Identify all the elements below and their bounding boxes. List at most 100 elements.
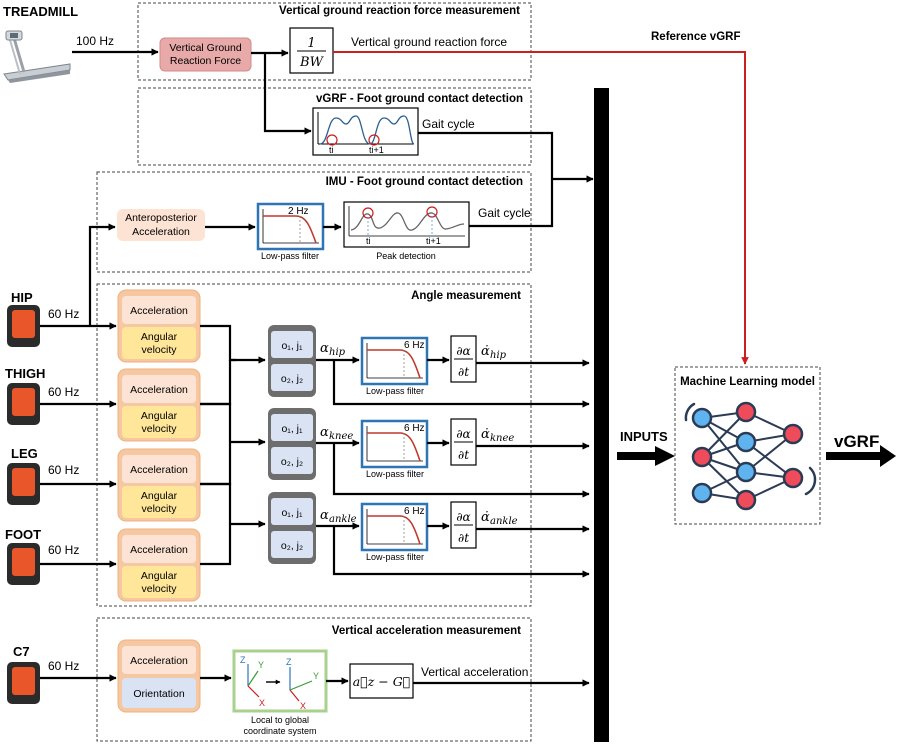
vgrf-block: [159, 37, 252, 72]
leg-rate-label: 60 Hz: [48, 463, 79, 477]
alpha-hip-symbol: α: [320, 341, 329, 356]
imu-gait-cycle-label: Gait cycle: [478, 206, 531, 220]
ap-acc-block: [117, 209, 205, 241]
neural-network-icon: [684, 401, 817, 511]
reference-vgrf-line: [333, 51, 749, 365]
c7-label: C7: [13, 644, 30, 659]
ankle-oj2: o₂, j₂: [281, 540, 303, 552]
inputs-label: INPUTS: [620, 429, 668, 444]
foot-acc-label: Acceleration: [130, 544, 188, 556]
hip-oj2: o₂, j₂: [281, 373, 303, 385]
alpha-dot-ankle-sub: ankle: [490, 516, 518, 527]
hip-acc-label: Acceleration: [130, 305, 188, 317]
hip-lpf-caption: Low-pass filter: [366, 386, 424, 396]
thigh-rate-label: 60 Hz: [48, 385, 79, 399]
treadmill-rate-label: 100 Hz: [76, 34, 114, 48]
knee-cutoff-label: 6 Hz: [404, 423, 425, 434]
vgrf-gait-cycle-label: Gait cycle: [422, 117, 475, 131]
imu-contact-section: [96, 171, 532, 273]
hip-thigh-connector: [200, 324, 266, 406]
ankle-deriv-den: ∂t: [458, 531, 469, 545]
hip-joint-block: [268, 325, 316, 397]
leg-sensor-icon: [7, 463, 40, 505]
thigh-sensor-icon: [7, 383, 40, 425]
local-z-axis: Z: [240, 655, 246, 665]
thigh-acc-label: Acceleration: [130, 384, 188, 396]
alpha-ankle-symbol: α: [320, 508, 329, 523]
coordinate-transform-box: [232, 649, 328, 713]
knee-deriv-den: ∂t: [458, 448, 469, 462]
hip-sensor-icon: [7, 305, 40, 347]
ap-acc-line1: Anteroposterior: [125, 212, 197, 224]
ankle-oj1: o₁, j₁: [281, 507, 303, 519]
vgrf-measurement-title: Vertical ground reaction force measureme…: [279, 5, 520, 17]
hip-cutoff-label: 6 Hz: [404, 340, 425, 351]
leg-label: LEG: [11, 446, 38, 461]
ml-model-box: [674, 366, 821, 525]
hip-rate-label: 60 Hz: [48, 307, 79, 321]
vgrf-contact-title: vGRF - Foot ground contact detection: [316, 93, 523, 105]
coord-caption-line1: Local to global: [251, 715, 309, 725]
vgrf-block-line1: Vertical Ground: [169, 42, 242, 54]
alpha-dot-knee-sub: knee: [490, 433, 514, 444]
alpha-dot-ankle-symbol: α̇: [481, 510, 490, 525]
local-y-axis: Y: [258, 660, 264, 670]
alpha-dot-knee-symbol: α̇: [481, 427, 490, 442]
alpha-hip-sub: hip: [329, 347, 346, 358]
coord-caption-line2: coordinate system: [243, 726, 316, 736]
ankle-derivative-box: [450, 501, 477, 549]
hip-ang-line1: Angular: [141, 331, 178, 343]
hip-deriv-den: ∂t: [458, 365, 469, 379]
hip-label: HIP: [11, 290, 33, 305]
ankle-cutoff-label: 6 Hz: [404, 506, 425, 517]
knee-derivative-box: [450, 418, 477, 466]
ankle-joint-block: [268, 492, 316, 564]
alpha-dot-hip-symbol: α̇: [481, 344, 490, 359]
ankle-angle-arrows: [316, 522, 590, 578]
vgrf-signal-label: Vertical ground reaction force: [351, 35, 507, 49]
knee-joint-block: [268, 408, 316, 480]
vgrf-contact-marker-2: [368, 134, 380, 146]
c7-acc-label: Acceleration: [130, 655, 188, 667]
thigh-sensor-block: [117, 368, 201, 442]
ankle-lpf-caption: Low-pass filter: [366, 552, 424, 562]
global-y-axis: Y: [313, 671, 319, 681]
global-z-axis: Z: [286, 657, 292, 667]
c7-orient-label: Orientation: [133, 688, 185, 700]
global-x-axis: X: [300, 701, 306, 711]
c7-sensor-icon: [7, 662, 40, 704]
knee-oj2: o₂, j₂: [281, 456, 303, 468]
thigh-leg-connector: [200, 402, 266, 486]
hip-sensor-block: [117, 289, 201, 363]
alpha-dot-hip-sub: hip: [490, 350, 507, 361]
vgrf-block-line2: Reaction Force: [170, 55, 241, 67]
treadmill-icon: [3, 30, 71, 83]
alpha-knee-symbol: α: [320, 425, 329, 440]
leg-ang-line2: velocity: [141, 503, 177, 515]
vgrf-ti-label: ti: [329, 145, 334, 155]
imu-ti-label: ti: [366, 236, 371, 246]
knee-deriv-num: ∂α: [456, 427, 470, 441]
thigh-label: THIGH: [5, 366, 45, 381]
knee-lowpass-filter: [360, 419, 429, 469]
vgrf-measurement-section: [137, 2, 532, 81]
vacc-measurement-section: [96, 617, 532, 742]
foot-rate-label: 60 Hz: [48, 543, 79, 557]
imu-cutoff-label: 2 Hz: [288, 206, 309, 217]
thigh-ang-line1: Angular: [141, 410, 178, 422]
leg-ang-line1: Angular: [141, 490, 178, 502]
foot-ang-line1: Angular: [141, 570, 178, 582]
peak-detection-caption: Peak detection: [376, 251, 436, 261]
vgrf-branch-arrow: [263, 53, 312, 135]
ml-model-title: Machine Learning model: [680, 376, 815, 388]
hip-ang-line2: velocity: [141, 344, 177, 356]
knee-lpf-caption: Low-pass filter: [366, 469, 424, 479]
c7-rate-label: 60 Hz: [48, 659, 79, 673]
bw-numerator: 1: [307, 36, 315, 51]
imu-lowpass-filter: [256, 202, 325, 251]
hip-oj1: o₁, j₁: [281, 340, 303, 352]
vgrf-contact-marker-1: [326, 134, 338, 146]
c7-sensor-block: [117, 639, 201, 713]
foot-sensor-block: [117, 528, 201, 602]
foot-ang-line2: velocity: [141, 583, 177, 595]
